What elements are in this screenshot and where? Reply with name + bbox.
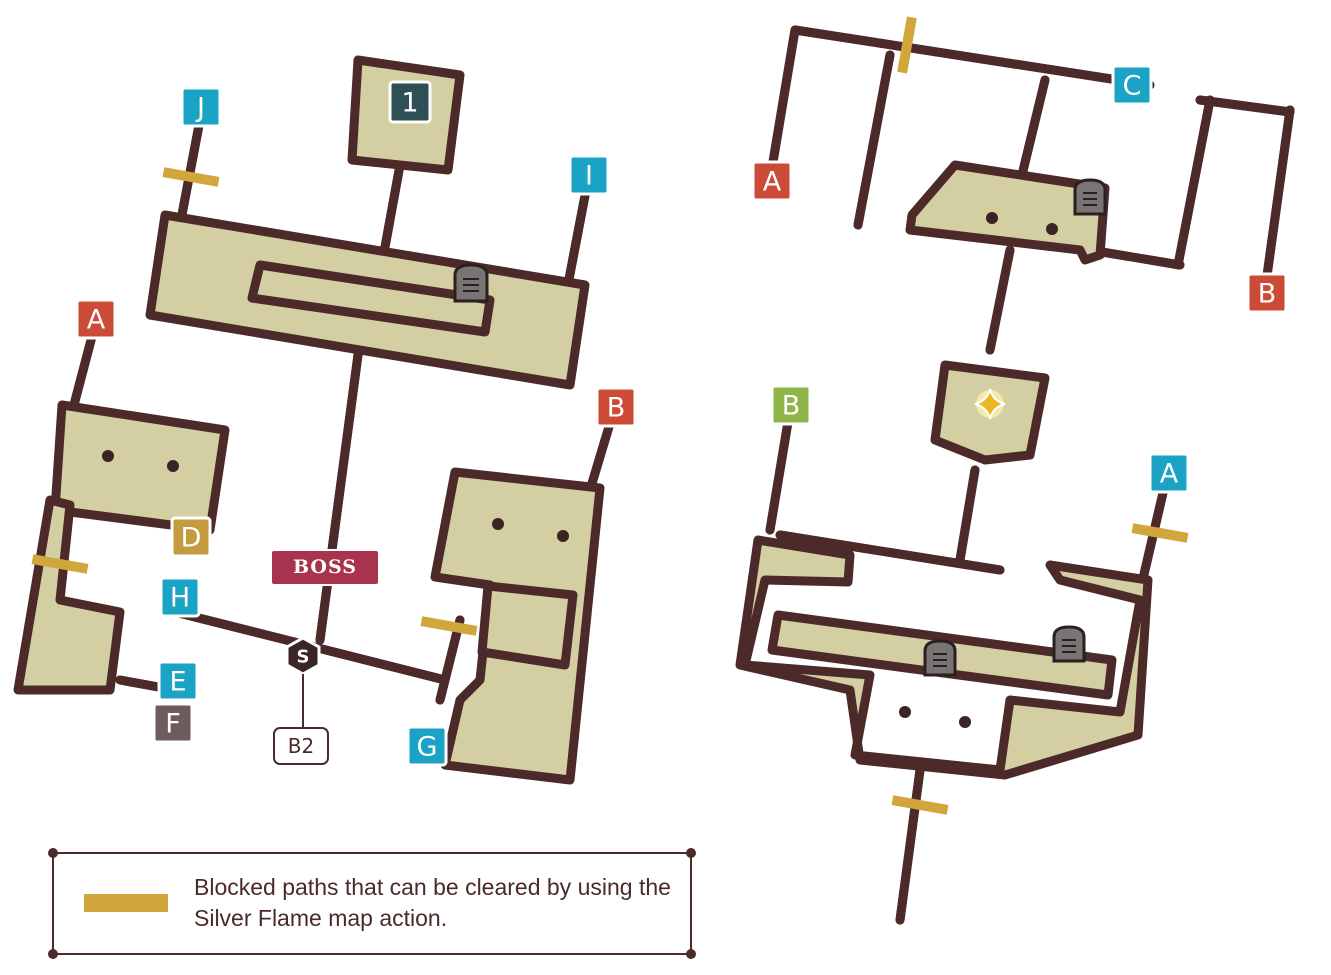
blocked-path	[162, 167, 220, 187]
marker-a[interactable]: A	[75, 298, 117, 340]
pillar-icon	[167, 460, 179, 472]
svg-text:B: B	[782, 391, 801, 422]
svg-text:D: D	[181, 523, 202, 554]
blocked-path	[897, 16, 917, 74]
pillar-icon	[899, 706, 911, 718]
marker-j[interactable]: J	[180, 86, 222, 128]
svg-text:A: A	[87, 305, 106, 336]
blocked-path	[420, 616, 478, 636]
tombstone-icon[interactable]	[1073, 178, 1107, 216]
svg-text:S: S	[297, 647, 310, 668]
blocked-path	[891, 795, 949, 815]
right-corridors	[765, 25, 1295, 925]
svg-text:1: 1	[401, 88, 418, 119]
svg-text:E: E	[169, 667, 186, 698]
marker-stair-1[interactable]: 1	[388, 80, 432, 124]
legend-corner	[48, 949, 58, 959]
svg-text:H: H	[170, 583, 190, 614]
svg-text:I: I	[585, 161, 593, 192]
legend-corner	[48, 848, 58, 858]
marker-i[interactable]: I	[568, 154, 610, 196]
svg-text:J: J	[195, 93, 205, 124]
marker-f[interactable]: F	[152, 702, 194, 744]
floor-label-text: B2	[288, 734, 314, 758]
svg-text:G: G	[417, 732, 438, 763]
pillar-icon	[959, 716, 971, 728]
marker-b[interactable]: B	[595, 386, 637, 428]
left-north-hall-gap	[247, 260, 495, 337]
svg-text:B: B	[1258, 279, 1277, 310]
crystal-icon[interactable]	[974, 388, 1006, 420]
floor-label-b2: B2	[273, 727, 329, 765]
blocked-path-swatch	[84, 894, 168, 912]
marker-e[interactable]: E	[157, 660, 199, 702]
marker-b-red[interactable]: B	[1246, 272, 1288, 314]
legend: Blocked paths that can be cleared by usi…	[48, 848, 696, 959]
right-map	[735, 25, 1295, 925]
svg-text:C: C	[1123, 71, 1142, 102]
pillar-icon	[557, 530, 569, 542]
boss-banner[interactable]: BOSS	[270, 549, 380, 586]
right-south-hall	[735, 535, 1153, 780]
marker-a-red[interactable]: A	[751, 160, 793, 202]
blocked-path	[31, 554, 89, 574]
save-point-icon[interactable]: S	[285, 636, 321, 676]
svg-text:F: F	[165, 709, 181, 740]
left-west-room	[50, 400, 230, 535]
marker-c[interactable]: C	[1111, 64, 1153, 106]
svg-text:A: A	[1160, 459, 1179, 490]
pillar-icon	[1046, 223, 1058, 235]
marker-a-cyan[interactable]: A	[1148, 452, 1190, 494]
tombstone-icon[interactable]	[1052, 625, 1086, 663]
tombstone-icon[interactable]	[923, 639, 957, 677]
marker-g[interactable]: G	[406, 725, 448, 767]
pillar-icon	[986, 212, 998, 224]
tombstone-icon[interactable]	[453, 263, 489, 303]
legend-text: Blocked paths that can be cleared by usi…	[194, 874, 671, 931]
marker-d[interactable]: D	[170, 516, 212, 558]
left-west-wing	[13, 495, 125, 695]
pillar-icon	[102, 450, 114, 462]
pillar-icon	[492, 518, 504, 530]
svg-text:B: B	[607, 393, 626, 424]
svg-text:A: A	[763, 167, 782, 198]
legend-corner	[686, 848, 696, 858]
blocked-path	[1131, 523, 1189, 543]
boss-label: BOSS	[293, 556, 357, 578]
left-east-room-gap	[477, 581, 578, 670]
marker-h[interactable]: H	[159, 576, 201, 618]
left-map	[13, 55, 619, 785]
marker-b-green[interactable]: B	[770, 384, 812, 426]
legend-corner	[686, 949, 696, 959]
